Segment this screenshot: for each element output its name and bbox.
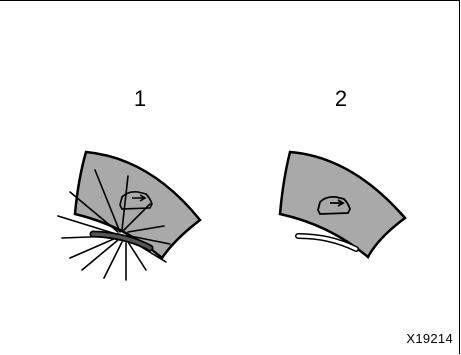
button-2-indicator-off: [280, 152, 405, 257]
button-1-indicator-on: [58, 152, 200, 280]
figure-code: X19214: [406, 331, 453, 346]
